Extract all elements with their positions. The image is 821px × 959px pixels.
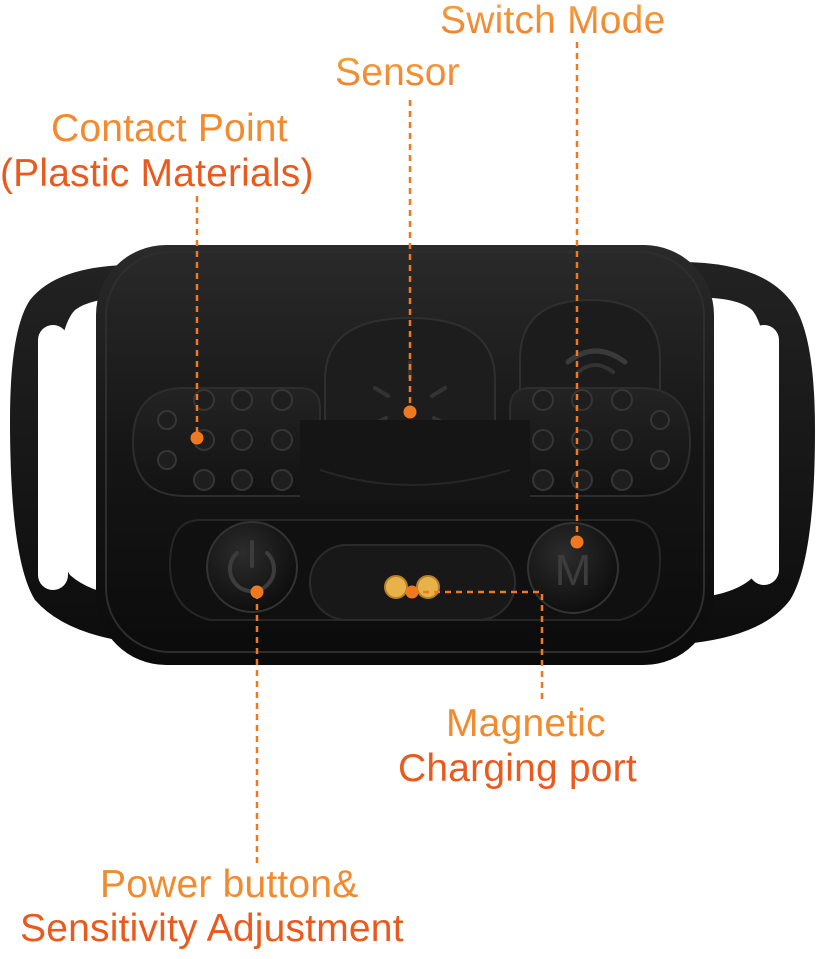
label-plastic-materials: (Plastic Materials) (0, 152, 314, 195)
strap-loop-left (10, 264, 160, 645)
label-power-button: Power button& (100, 863, 359, 906)
mode-button-letter: M (555, 546, 592, 595)
leader-dots (190, 405, 584, 599)
charging-port-slot (309, 544, 516, 621)
label-magnetic: Magnetic (446, 702, 606, 745)
charging-pin-left (384, 575, 408, 599)
label-sensor: Sensor (335, 51, 460, 94)
label-charging-port: Charging port (398, 747, 637, 790)
mode-button[interactable]: M (527, 522, 619, 614)
label-switch-mode: Switch Mode (440, 0, 666, 42)
power-button[interactable] (206, 521, 298, 613)
contact-pad (131, 387, 692, 500)
strap-loop-right (670, 262, 815, 645)
leader-magnetic (412, 590, 544, 700)
leader-lines (195, 42, 579, 865)
wifi-arc-icon (565, 348, 628, 365)
label-sensitivity-adjustment: Sensitivity Adjustment (20, 907, 404, 950)
label-contact-point: Contact Point (51, 107, 288, 150)
charging-pin-right (416, 575, 440, 599)
